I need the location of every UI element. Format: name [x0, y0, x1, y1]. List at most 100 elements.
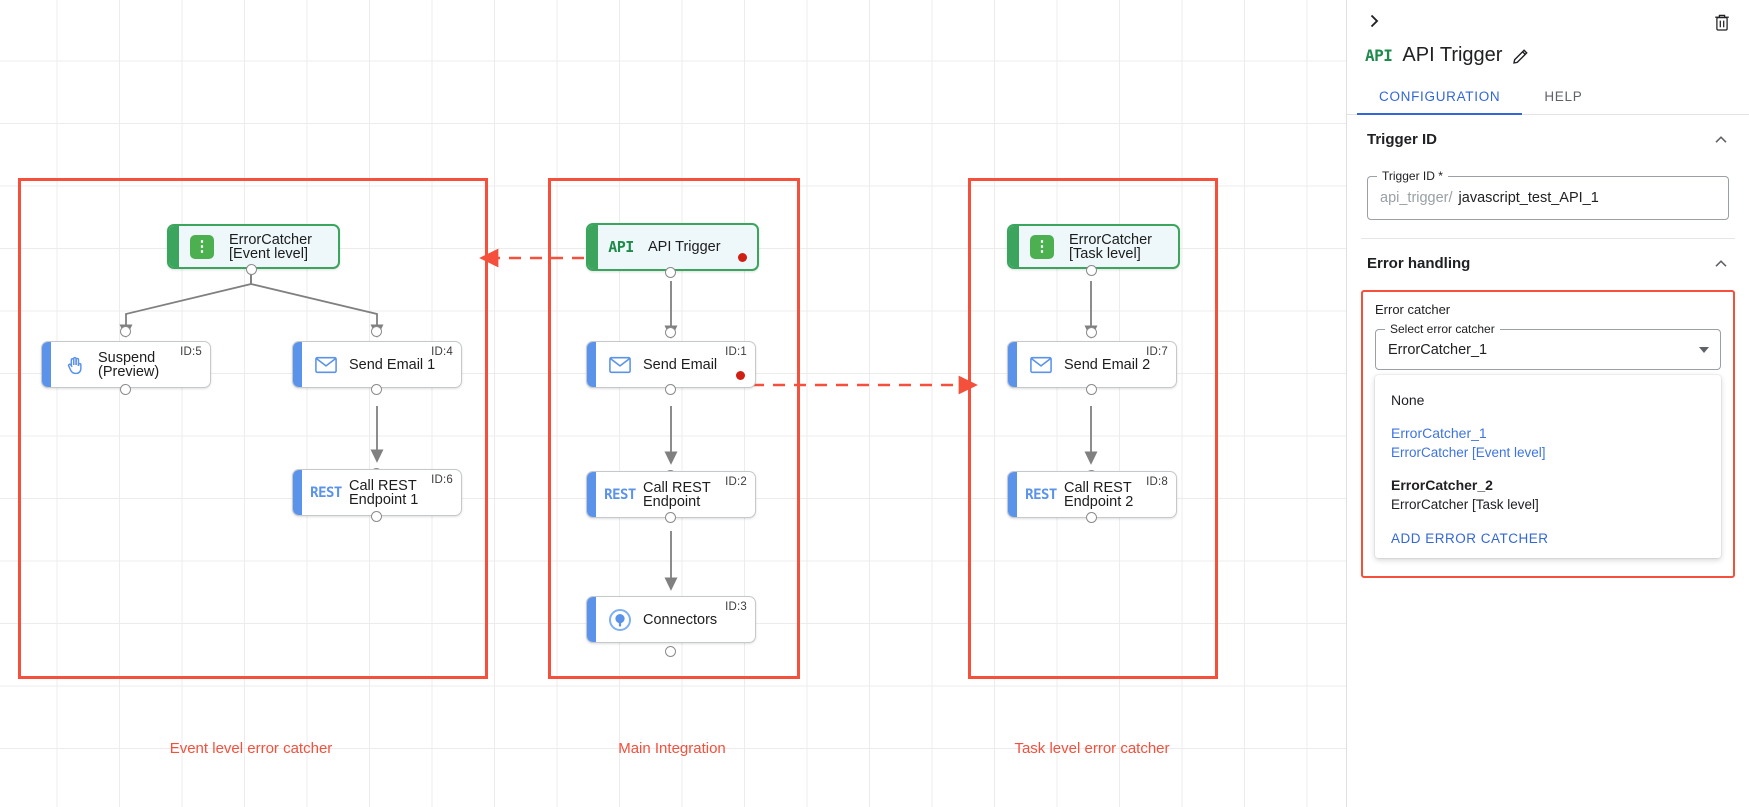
port-out-send-email-2[interactable] — [1086, 384, 1097, 395]
workflow-canvas[interactable]: Event level error catcher Main Integrati… — [0, 0, 1346, 807]
node-api-trigger[interactable]: API API Trigger — [586, 223, 759, 271]
port-out-errorcatcher-event[interactable] — [246, 264, 257, 275]
port-out-call-rest-2[interactable] — [1086, 512, 1097, 523]
port-in-send-email[interactable] — [665, 327, 676, 338]
node-label: Send Email — [643, 356, 718, 373]
node-id-badge: ID:3 — [725, 601, 747, 613]
node-errorcatcher-event-level[interactable]: ⋮ ErrorCatcher [Event level] — [167, 224, 340, 269]
port-out-call-rest-1[interactable] — [371, 511, 382, 522]
node-accent-bar — [42, 342, 51, 387]
node-label: API Trigger — [648, 239, 721, 255]
pencil-icon[interactable] — [1512, 47, 1530, 65]
hand-icon — [62, 352, 88, 378]
node-id-badge: ID:6 — [431, 474, 453, 486]
port-out-suspend[interactable] — [120, 384, 131, 395]
node-accent-bar — [1009, 226, 1019, 267]
dropdown-option-secondary: ErrorCatcher [Task level] — [1391, 497, 1539, 512]
error-catcher-box: Error catcher Select error catcher Error… — [1361, 290, 1735, 578]
node-accent-bar — [293, 342, 302, 387]
dropdown-option-primary: None — [1391, 392, 1425, 408]
panel-topbar — [1347, 0, 1749, 42]
api-icon: API — [608, 238, 634, 256]
node-label: Call REST Endpoint 1 — [349, 477, 419, 508]
select-error-catcher[interactable]: Select error catcher ErrorCatcher_1 — [1375, 322, 1721, 370]
node-accent-bar — [1008, 472, 1017, 517]
port-out-send-email-1[interactable] — [371, 384, 382, 395]
chevron-right-icon[interactable] — [1361, 8, 1387, 34]
api-icon: API — [1365, 46, 1393, 65]
rest-icon: REST — [310, 484, 342, 501]
dropdown-option-errorcatcher-1[interactable]: ErrorCatcher_1 ErrorCatcher [Event level… — [1375, 417, 1721, 469]
tab-help[interactable]: HELP — [1544, 89, 1583, 104]
add-error-catcher-button[interactable]: ADD ERROR CATCHER — [1391, 531, 1549, 546]
node-send-email[interactable]: Send Email ID:1 — [586, 341, 756, 388]
page-title: API Trigger — [1402, 44, 1503, 66]
node-call-rest-endpoint-2[interactable]: REST Call REST Endpoint 2 ID:8 — [1007, 471, 1177, 518]
trash-icon[interactable] — [1711, 11, 1733, 33]
panel-tabs: CONFIGURATION HELP — [1347, 79, 1749, 115]
port-in-suspend[interactable] — [120, 326, 131, 337]
dropdown-option-errorcatcher-2[interactable]: ErrorCatcher_2 ErrorCatcher [Task level] — [1375, 469, 1721, 521]
node-accent-bar — [169, 226, 179, 267]
node-label: Suspend (Preview) — [98, 349, 160, 380]
node-accent-bar — [587, 342, 596, 387]
dropdown-option-primary: ErrorCatcher_2 — [1391, 477, 1493, 493]
section-header-trigger-id[interactable]: Trigger ID — [1347, 115, 1749, 162]
error-catcher-icon: ⋮ — [189, 234, 215, 260]
envelope-icon — [1028, 352, 1054, 378]
node-send-email-1[interactable]: Send Email 1 ID:4 — [292, 341, 462, 388]
port-out-errorcatcher-task[interactable] — [1086, 265, 1097, 276]
port-out-connectors[interactable] — [665, 646, 676, 657]
group-frame-task-level[interactable] — [968, 178, 1218, 679]
node-id-badge: ID:7 — [1146, 346, 1168, 358]
trigger-id-input[interactable]: javascript_test_API_1 — [1458, 190, 1599, 206]
port-out-send-email[interactable] — [665, 384, 676, 395]
node-id-badge: ID:5 — [180, 346, 202, 358]
node-label: ErrorCatcher [Task level] — [1069, 231, 1152, 262]
node-call-rest-endpoint-1[interactable]: REST Call REST Endpoint 1 ID:6 — [292, 469, 462, 516]
status-badge-error — [738, 253, 747, 262]
envelope-icon — [313, 352, 339, 378]
node-label: Send Email 1 — [349, 356, 436, 373]
trigger-id-field-legend: Trigger ID * — [1377, 169, 1448, 183]
connectors-icon — [607, 607, 633, 633]
error-catcher-label: Error catcher — [1375, 302, 1451, 317]
chevron-up-icon[interactable] — [1713, 132, 1729, 148]
select-error-catcher-legend: Select error catcher — [1385, 322, 1500, 336]
port-out-api-trigger[interactable] — [665, 267, 676, 278]
section-header-error-handling[interactable]: Error handling — [1347, 239, 1749, 286]
chevron-down-icon[interactable] — [1699, 346, 1709, 353]
node-accent-bar — [587, 597, 596, 642]
node-call-rest-endpoint[interactable]: REST Call REST Endpoint ID:2 — [586, 471, 756, 518]
dropdown-option-secondary: ErrorCatcher [Event level] — [1391, 445, 1546, 460]
group-label-task-level: Task level error catcher — [1014, 740, 1170, 757]
envelope-icon — [607, 352, 633, 378]
node-label: Connectors — [643, 611, 718, 628]
node-id-badge: ID:8 — [1146, 476, 1168, 488]
port-in-send-email-1[interactable] — [371, 326, 382, 337]
dropdown-option-none[interactable]: None — [1375, 384, 1721, 417]
error-catcher-dropdown: None ErrorCatcher_1 ErrorCatcher [Event … — [1375, 375, 1721, 558]
node-connectors[interactable]: Connectors ID:3 — [586, 596, 756, 643]
node-label: Call REST Endpoint 2 — [1064, 479, 1134, 510]
trigger-id-field[interactable]: Trigger ID * api_trigger/ javascript_tes… — [1367, 169, 1729, 220]
dropdown-option-primary: ErrorCatcher_1 — [1391, 425, 1487, 441]
port-out-call-rest[interactable] — [665, 512, 676, 523]
group-frame-main-integration[interactable] — [548, 178, 800, 679]
node-errorcatcher-task-level[interactable]: ⋮ ErrorCatcher [Task level] — [1007, 224, 1180, 269]
node-suspend[interactable]: Suspend (Preview) ID:5 — [41, 341, 211, 388]
section-divider — [1361, 238, 1735, 239]
node-send-email-2[interactable]: Send Email 2 ID:7 — [1007, 341, 1177, 388]
node-id-badge: ID:2 — [725, 476, 747, 488]
group-frame-event-level[interactable] — [18, 178, 488, 679]
group-label-event-level: Event level error catcher — [169, 740, 333, 757]
select-error-catcher-value: ErrorCatcher_1 — [1388, 341, 1488, 358]
chevron-up-icon[interactable] — [1713, 256, 1729, 272]
details-panel: API API Trigger CONFIGURATION HELP Trigg… — [1346, 0, 1749, 807]
node-id-badge: ID:4 — [431, 346, 453, 358]
node-accent-bar — [293, 470, 302, 515]
error-catcher-icon: ⋮ — [1029, 234, 1055, 260]
node-label: Send Email 2 — [1064, 356, 1151, 373]
tab-configuration[interactable]: CONFIGURATION — [1357, 79, 1523, 115]
port-in-send-email-2[interactable] — [1086, 327, 1097, 338]
